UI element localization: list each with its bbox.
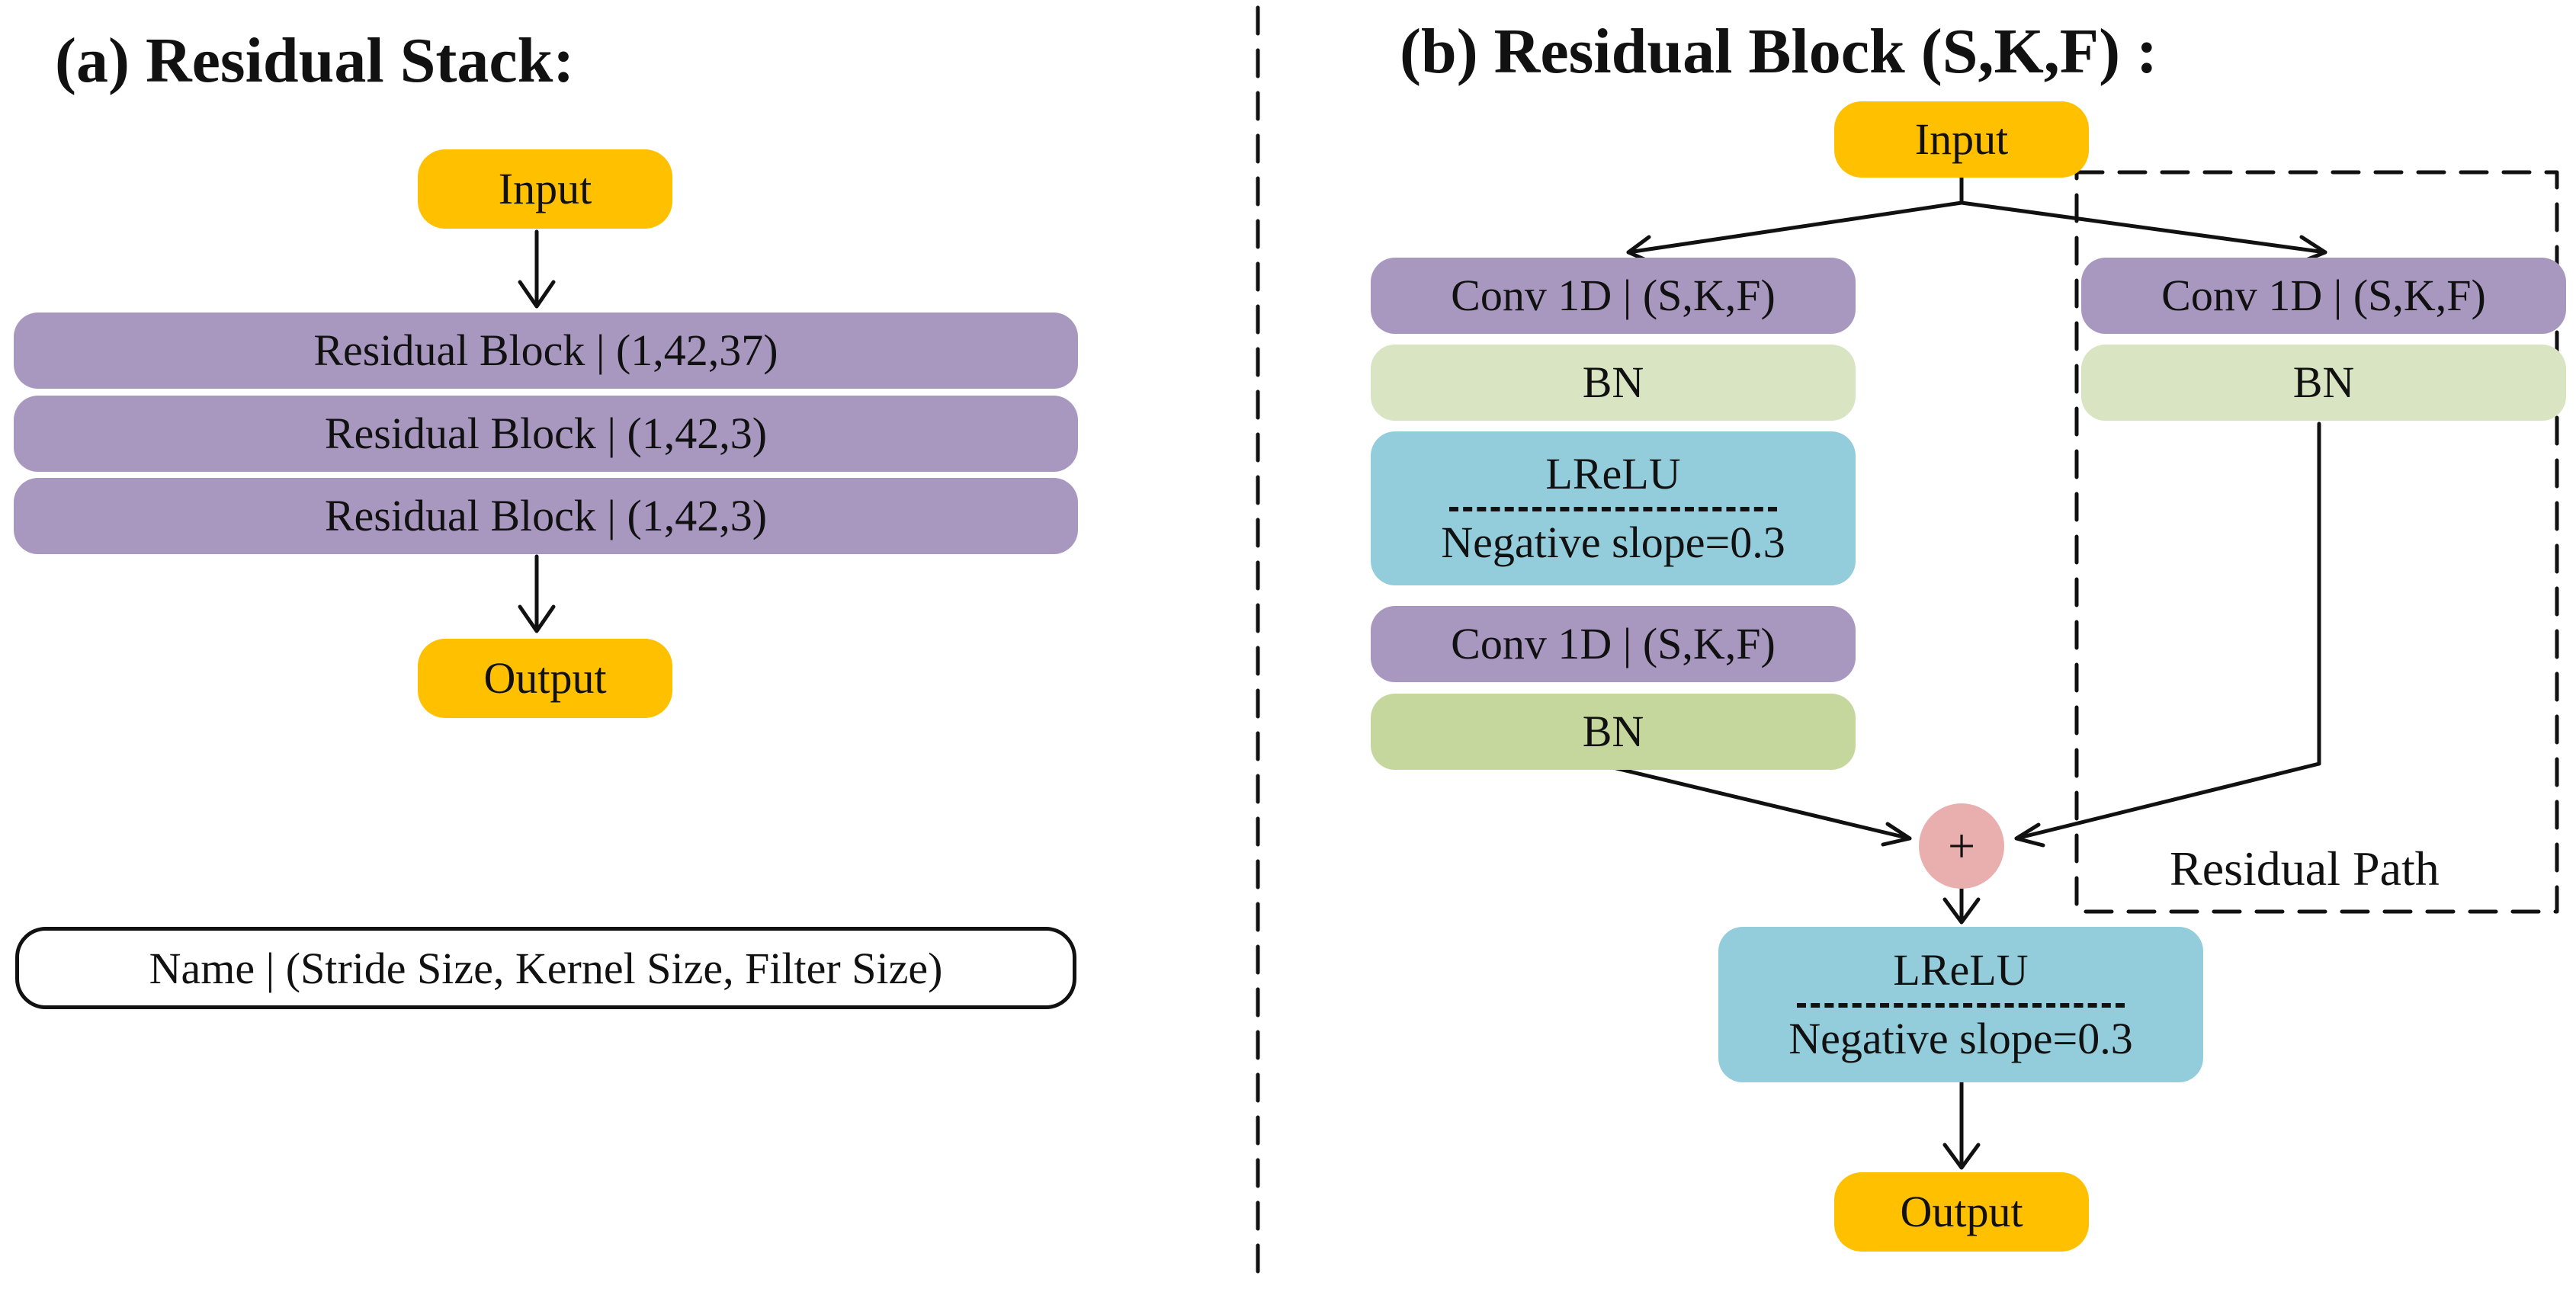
main-batchnorm-1: BN (1371, 345, 1856, 421)
main-batchnorm-2: BN (1371, 694, 1856, 770)
block-output-node: Output (1834, 1172, 2089, 1252)
final-lrelu: LReLU Negative slope=0.3 (1718, 927, 2203, 1082)
final-lrelu-divider (1797, 1003, 2125, 1008)
stack-input-node: Input (418, 149, 672, 229)
main-conv1d-2: Conv 1D | (S,K,F) (1371, 606, 1856, 682)
panel-b-title: (b) Residual Block (S,K,F) : (1400, 16, 2158, 87)
residual-batchnorm: BN (2081, 345, 2566, 421)
block-input-node: Input (1834, 101, 2089, 178)
notation-legend: Name | (Stride Size, Kernel Size, Filter… (15, 927, 1076, 1009)
main-conv1d-1: Conv 1D | (S,K,F) (1371, 258, 1856, 334)
panel-a-title: (a) Residual Stack: (55, 25, 575, 96)
final-lrelu-name: LReLU (1893, 945, 2029, 995)
main-lrelu-param: Negative slope=0.3 (1441, 518, 1785, 567)
stack-output-node: Output (418, 639, 672, 718)
add-node: + (1919, 803, 2004, 889)
residual-block-2: Residual Block | (1,42,3) (14, 396, 1078, 472)
residual-block-1: Residual Block | (1,42,37) (14, 313, 1078, 389)
residual-path-label: Residual Path (2170, 841, 2440, 896)
residual-block-3: Residual Block | (1,42,3) (14, 478, 1078, 554)
main-lrelu-divider (1449, 507, 1777, 511)
final-lrelu-param: Negative slope=0.3 (1788, 1014, 2133, 1063)
main-lrelu-name: LReLU (1545, 449, 1681, 498)
residual-conv1d: Conv 1D | (S,K,F) (2081, 258, 2566, 334)
main-lrelu: LReLU Negative slope=0.3 (1371, 431, 1856, 585)
